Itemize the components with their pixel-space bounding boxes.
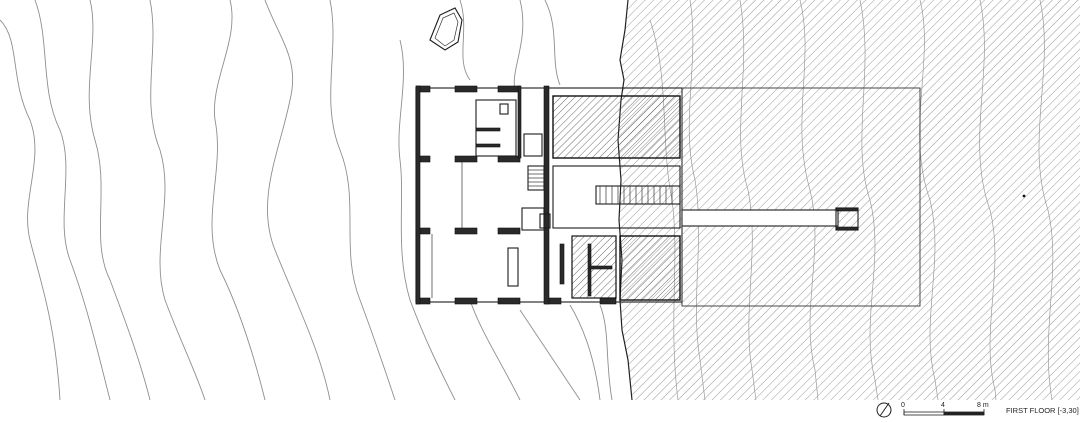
building [415,85,683,305]
hatched-terrain-area [618,0,1080,400]
rock-outline-inner [434,12,459,47]
scale-label-4: 4 [941,402,945,409]
terrain-edge [617,0,633,401]
terrain-contours [0,0,613,401]
hatched-room-lower [619,235,681,301]
scale-label-8: 8 m [977,402,989,409]
staircase [595,185,681,205]
north-arrow-icon [876,402,892,418]
hatched-room-upper [552,95,681,159]
small-stair [527,165,545,191]
scale-bar [903,409,985,416]
survey-point [1022,194,1026,198]
platform-outline [681,87,921,307]
rock-outline [429,7,463,51]
scale-label-0: 0 [901,402,905,409]
drawing-title: FIRST FLOOR [-3,30] [1006,406,1079,415]
